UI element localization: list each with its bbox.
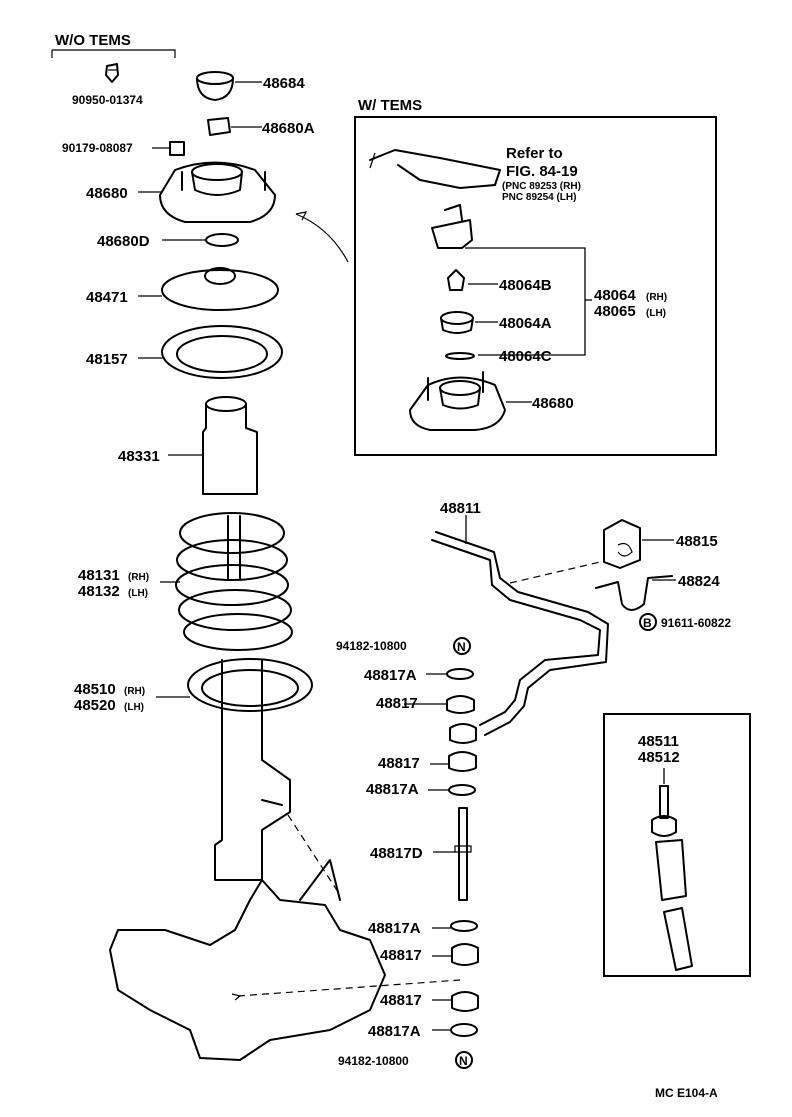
w-tems-title: W/ TEMS <box>358 97 422 114</box>
label-48064A: 48064A <box>499 315 552 332</box>
label-48471: 48471 <box>86 289 128 306</box>
label-48817D: 48817D <box>370 845 423 862</box>
label-48520: 48520 <box>74 697 116 714</box>
label-48064: 48064 <box>594 287 636 304</box>
label-48815: 48815 <box>676 533 718 550</box>
marker-b: B <box>643 616 652 630</box>
label-48817-b: 48817 <box>378 755 420 772</box>
label-48064C: 48064C <box>499 348 552 365</box>
label-48817A-2: 48817A <box>366 781 419 798</box>
label-48684: 48684 <box>263 75 305 92</box>
label-90950: 90950-01374 <box>72 93 143 107</box>
steering-knuckle <box>109 859 386 1061</box>
label-48811: 48811 <box>440 500 481 517</box>
nut-90179: 90179-08087 <box>62 141 185 156</box>
stabilizer-bar: 48811 <box>431 500 609 736</box>
label-48331: 48331 <box>118 448 160 465</box>
tems-bracket <box>431 204 586 356</box>
wo-tems-title: W/O TEMS <box>55 32 131 49</box>
label-48680-tems: 48680 <box>532 395 574 412</box>
marker-n-bottom: N <box>459 1054 468 1068</box>
wo-tems-header: W/O TEMS <box>51 32 176 58</box>
part-48680A: 48680A <box>207 117 315 137</box>
label-48817A-4: 48817A <box>368 1023 421 1040</box>
part-48824: 48824 <box>595 573 720 611</box>
label-48817-c: 48817 <box>380 947 422 964</box>
label-48680A: 48680A <box>262 120 315 137</box>
part-48815: 48815 <box>603 519 718 569</box>
part-coil-spring: 48131 (RH) 48132 (LH) <box>78 512 293 651</box>
part-48684: 48684 <box>196 71 305 101</box>
label-48511: 48511 <box>638 733 679 750</box>
label-48157: 48157 <box>86 351 128 368</box>
label-48680D: 48680D <box>97 233 150 250</box>
refer-line4: PNC 89254 (LH) <box>502 192 576 203</box>
refer-line3: (PNC 89253 (RH) <box>502 181 581 192</box>
w-tems-box: W/ TEMS <box>354 97 717 456</box>
part-48064B: 48064B <box>447 269 552 294</box>
label-48824: 48824 <box>678 573 720 590</box>
label-94182-top: 94182-10800 <box>336 639 407 653</box>
figure-code: MC E104-A <box>655 1086 718 1100</box>
part-48680: 48680 <box>86 161 276 223</box>
tems-actuator: Refer to FIG. 84-19 (PNC 89253 (RH) PNC … <box>369 145 581 203</box>
label-48680: 48680 <box>86 185 128 202</box>
link-stack: N 94182-10800 48817A 48817 48817 48817A … <box>336 637 479 1069</box>
marker-n-top: N <box>457 640 466 654</box>
side-rh-48510: (RH) <box>124 686 145 697</box>
bolt-90950: 90950-01374 <box>72 63 143 107</box>
side-rh-48064: (RH) <box>646 292 667 303</box>
side-lh-48065: (LH) <box>646 308 666 319</box>
label-48132: 48132 <box>78 583 120 600</box>
side-lh-48132: (LH) <box>128 588 148 599</box>
label-48064B: 48064B <box>499 277 552 294</box>
part-48680-tems: 48680 <box>409 371 574 431</box>
label-48817A-3: 48817A <box>368 920 421 937</box>
part-48157: 48157 <box>86 325 283 379</box>
label-91611: 91611-60822 <box>661 616 731 630</box>
label-48512: 48512 <box>638 749 680 766</box>
label-48131: 48131 <box>78 567 120 584</box>
part-48064A: 48064A <box>440 311 552 334</box>
cartridge-box: 48511 48512 <box>603 713 751 977</box>
side-rh-48131: (RH) <box>128 572 149 583</box>
label-48817-d: 48817 <box>380 992 422 1009</box>
side-lh-48520: (LH) <box>124 702 144 713</box>
part-48331: 48331 <box>118 396 258 495</box>
label-48065: 48065 <box>594 303 636 320</box>
part-48471: 48471 <box>86 267 279 311</box>
label-48817A-1: 48817A <box>364 667 417 684</box>
refer-line1: Refer to <box>506 145 563 162</box>
label-94182-bottom: 94182-10800 <box>338 1054 409 1068</box>
part-48064C: 48064C <box>445 348 552 365</box>
bolt-91611: B 91611-60822 <box>639 613 731 631</box>
label-48817-a: 48817 <box>376 695 418 712</box>
label-48510: 48510 <box>74 681 116 698</box>
part-48680D: 48680D <box>97 233 239 250</box>
part-strut: 48510 (RH) 48520 (LH) <box>74 658 313 881</box>
refer-line2: FIG. 84-19 <box>506 163 578 180</box>
label-group-48064: 48064 (RH) 48065 (LH) <box>585 287 667 320</box>
label-90179: 90179-08087 <box>62 141 133 155</box>
